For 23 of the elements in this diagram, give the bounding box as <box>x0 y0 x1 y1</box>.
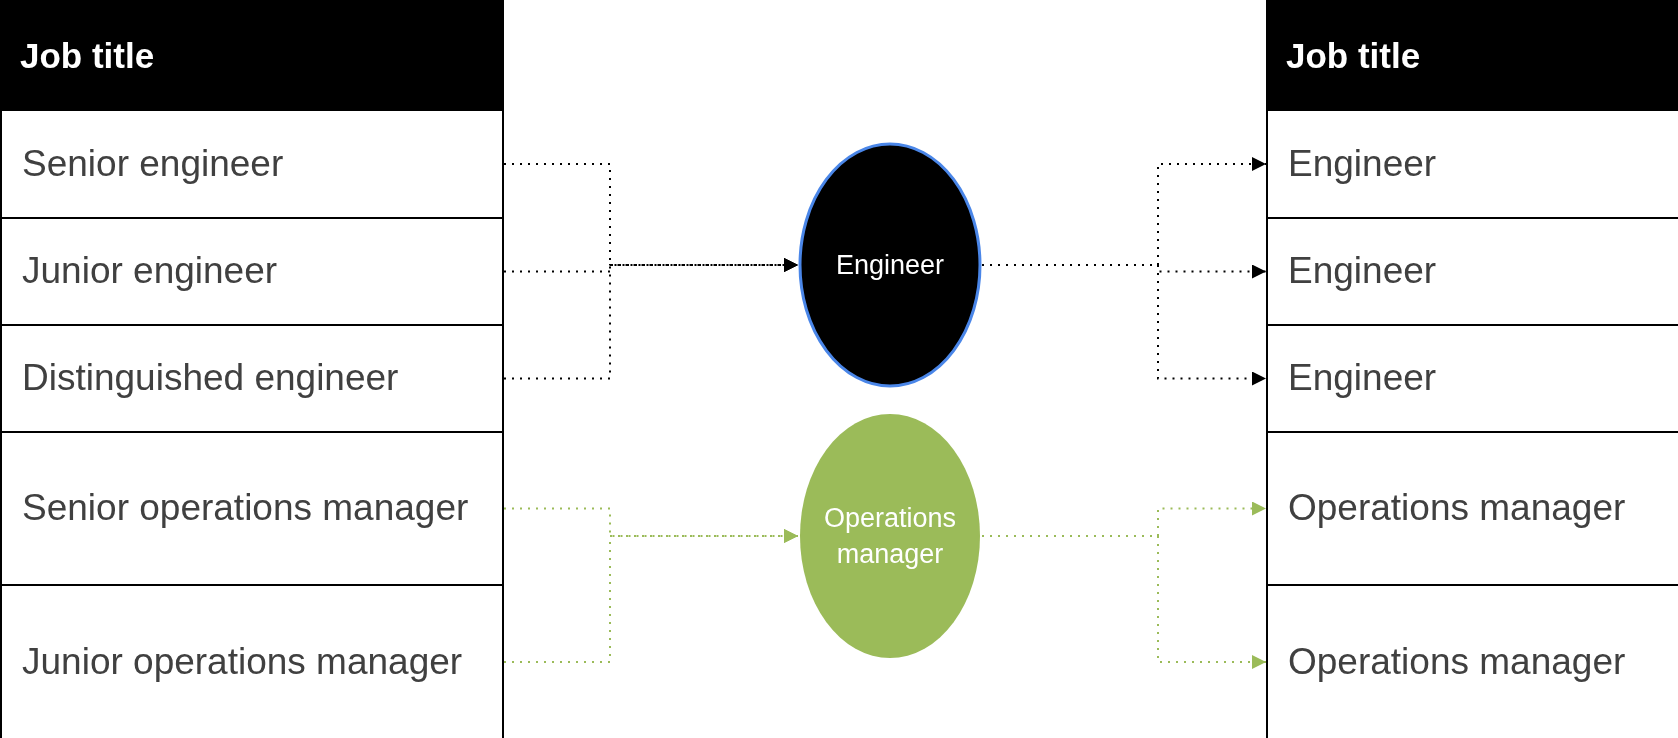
table-cell <box>0 109 504 219</box>
table-cell <box>0 324 504 433</box>
label-text: Engineer <box>1288 249 1437 294</box>
label-text: Operations manager <box>822 501 958 571</box>
header-cell <box>1266 0 1678 111</box>
ellipse-node <box>798 412 982 660</box>
ellipse-node <box>798 142 982 388</box>
header-cell <box>0 0 504 111</box>
header-text: Job title <box>20 35 155 76</box>
label-text: Junior operations manager <box>22 639 463 684</box>
label-text: Distinguished engineer <box>22 356 399 401</box>
label-text: Junior engineer <box>22 249 278 294</box>
table-cell <box>0 217 504 326</box>
label-text: Senior operations manager <box>22 486 469 531</box>
table-cell <box>0 431 504 586</box>
header-text: Job title <box>1286 35 1421 76</box>
table-cell <box>0 584 504 738</box>
label-text: Senior engineer <box>22 141 284 186</box>
label-text: Engineer <box>1288 141 1437 186</box>
label-text: Engineer <box>1288 356 1437 401</box>
label-text: Engineer <box>835 248 945 282</box>
label-text: Operations manager <box>1288 639 1626 684</box>
label-text: Operations manager <box>1288 486 1626 531</box>
